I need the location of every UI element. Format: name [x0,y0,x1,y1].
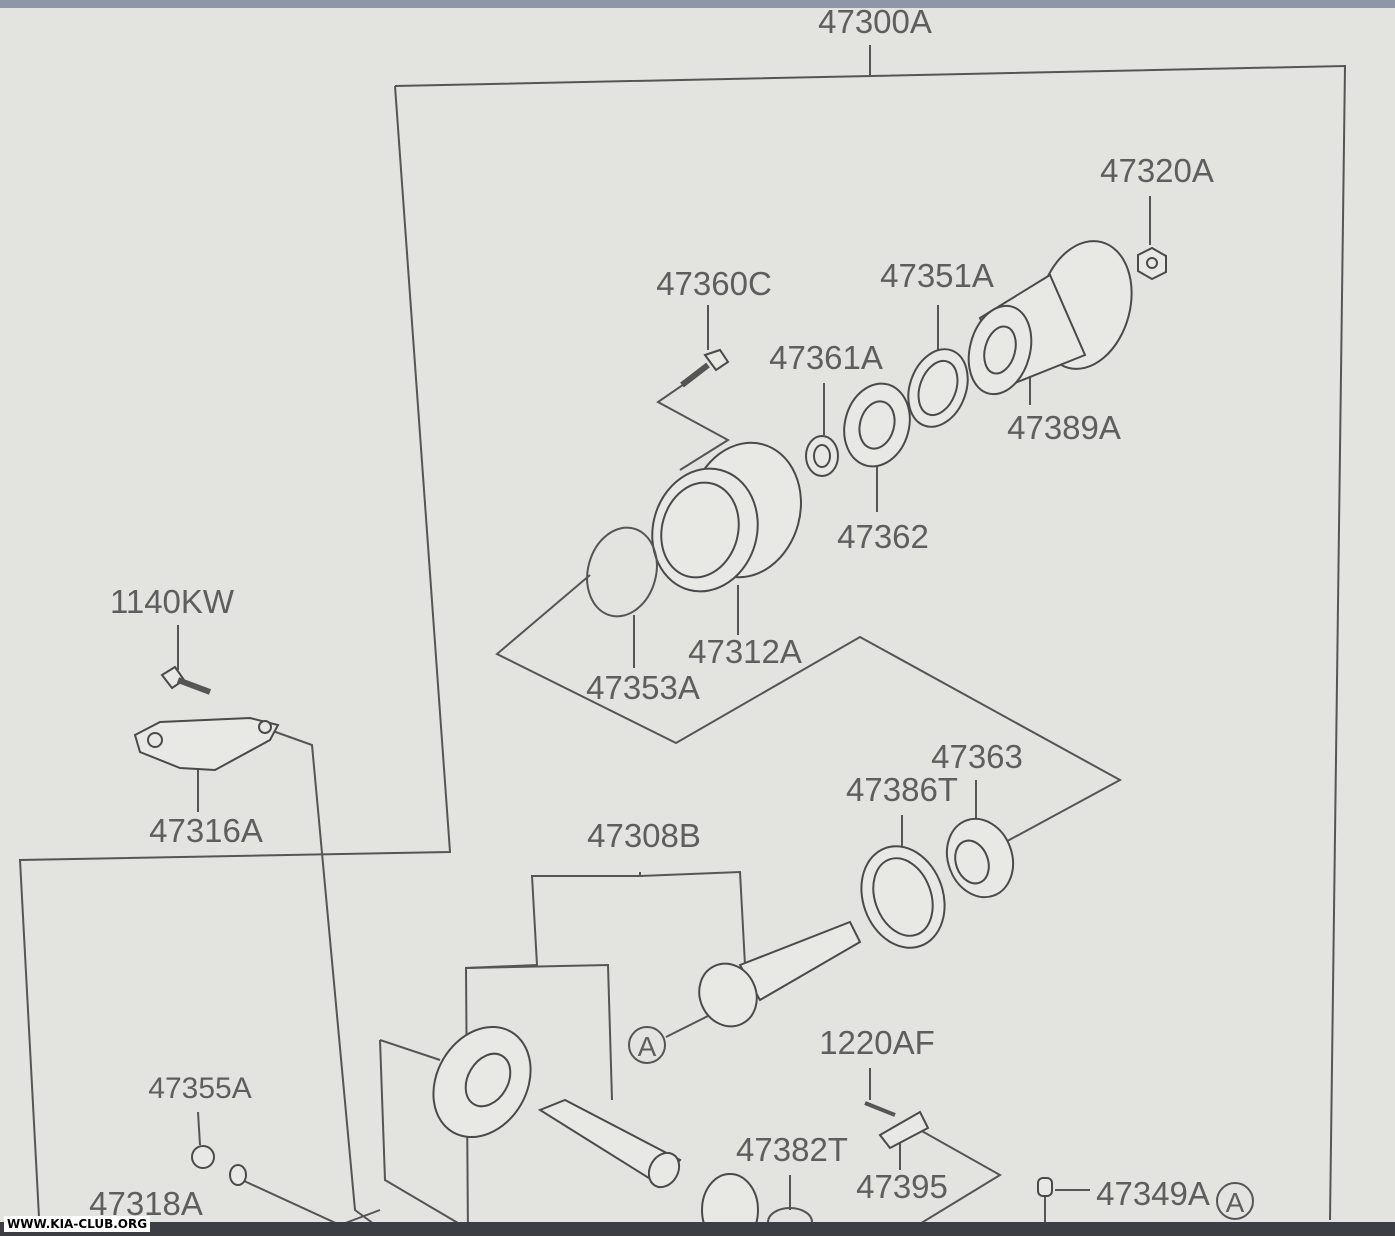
part-washer [229,1164,247,1186]
label-1140KW: 1140KW [110,583,235,620]
part-47386T-gasket [860,845,946,949]
part-47316A-bracket [133,716,280,772]
part-1140KW-bolt [160,665,212,695]
part-47363-seal [945,817,1015,899]
part-47320A-nut [1137,246,1167,281]
assembly-frame [18,45,1347,1236]
label-47318A: 47318A [89,1185,203,1222]
label-1220AF: 1220AF [819,1024,935,1061]
part-47395-plate [864,1101,930,1150]
ref-marker-a-2: A [1226,1187,1245,1218]
label-47382T: 47382T [736,1131,848,1168]
part-47355A-plug [191,1145,215,1169]
part-47312A-housing [651,441,802,593]
label-47362: 47362 [837,518,929,555]
label-47351A: 47351A [880,257,994,294]
label-47355A: 47355A [148,1072,251,1105]
part-47351A-seal [907,348,969,428]
label-47360C: 47360C [656,265,772,302]
label-47353A: 47353A [586,669,700,706]
ref-marker-circle-2 [1216,1182,1254,1220]
part-47389A-flange [967,240,1133,396]
part-47362-bearing [843,382,911,468]
ref-marker-circle [628,1026,666,1064]
label-47363: 47363 [931,738,1023,775]
part-47360C-bolt [680,348,730,388]
label-47320A: 47320A [1100,152,1214,189]
monitor-bottom-edge [0,1222,1395,1236]
ref-marker-a: A [638,1031,657,1062]
monitor-top-edge [0,0,1395,8]
part-47361A-spacer [805,435,839,477]
assembly-label: 47300A [818,3,932,40]
part-47349A-breather [1037,1177,1053,1197]
label-47361A: 47361A [769,339,883,376]
part-ring-gear [432,1025,682,1189]
leader-lines [177,196,1151,1236]
label-47312A: 47312A [688,633,802,670]
label-47349A: 47349A [1096,1175,1210,1212]
label-47386T: 47386T [846,771,958,808]
watermark: WWW.KIA-CLUB.ORG [4,1216,151,1232]
label-47395: 47395 [856,1168,948,1205]
label-47316A: 47316A [149,812,263,849]
part-47308B-pinion [698,920,862,1028]
part-47353A-o-ring [586,526,658,618]
label-47389A: 47389A [1007,409,1121,446]
label-47308B: 47308B [587,817,701,854]
